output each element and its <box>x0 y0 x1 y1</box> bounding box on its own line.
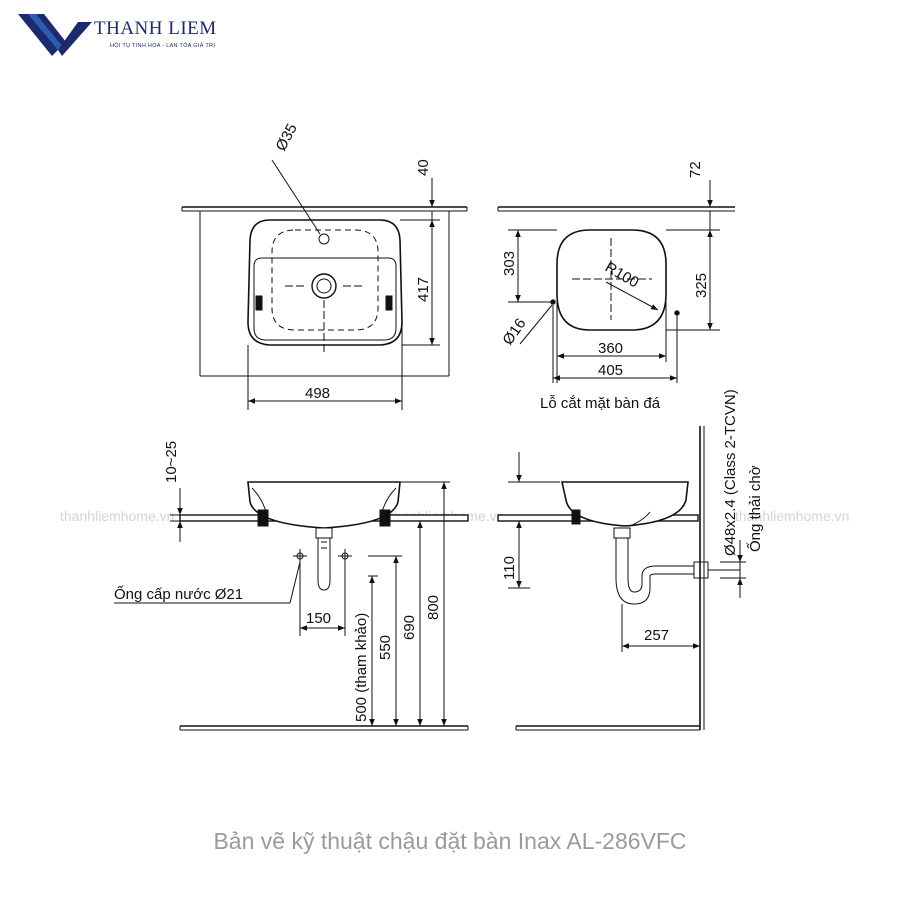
dim-500-reference: 500 (tham khảo) <box>353 613 370 722</box>
dim-top-40: 40 <box>415 159 432 176</box>
dim-thickness-10-25: 10~25 <box>163 441 180 483</box>
cutout-label: Lỗ cắt mặt bàn đá <box>540 395 661 412</box>
dim-360: 360 <box>598 340 623 357</box>
dim-hole-16: Ø16 <box>499 315 529 348</box>
dim-top-72: 72 <box>687 161 704 178</box>
watermark-left: thanhliemhome.vn <box>60 508 174 524</box>
drain-pipe-spec-label: Ø48x2.4 (Class 2-TCVN) <box>722 389 739 556</box>
dim-width-498: 498 <box>305 385 330 402</box>
dim-405: 405 <box>598 362 623 379</box>
brand-name: THANH LIEM <box>94 18 217 39</box>
drawing-caption: Bản vẽ kỹ thuật chậu đặt bàn Inax AL-286… <box>213 828 687 854</box>
dim-depth-417: 417 <box>415 277 432 302</box>
front-view <box>114 481 469 731</box>
dim-radius-100: R100 <box>602 259 642 292</box>
brand-logo-mark-icon <box>18 14 92 56</box>
brand-logo: THANH LIEM HỘI TỤ TINH HOA - LAN TỎA GIÁ… <box>18 12 248 62</box>
dim-110: 110 <box>501 556 518 580</box>
brand-tagline: HỘI TỤ TINH HOA - LAN TỎA GIÁ TRỊ <box>110 43 216 49</box>
watermark-right: thanhliemhome.vn <box>735 508 849 524</box>
dim-325: 325 <box>693 273 710 298</box>
cutout-view <box>497 180 735 383</box>
dim-257: 257 <box>644 627 669 644</box>
dim-150: 150 <box>306 610 331 627</box>
side-view <box>497 426 746 731</box>
dim-550: 550 <box>377 635 394 660</box>
supply-pipe-label: Ống cấp nước Ø21 <box>114 585 243 603</box>
top-view <box>181 159 468 410</box>
dim-303: 303 <box>501 251 518 276</box>
drain-pipe-label: Ống thải chờ <box>746 465 764 552</box>
dim-800: 800 <box>425 595 442 620</box>
dim-690: 690 <box>401 615 418 640</box>
dim-tap-hole-35: Ø35 <box>273 121 301 154</box>
